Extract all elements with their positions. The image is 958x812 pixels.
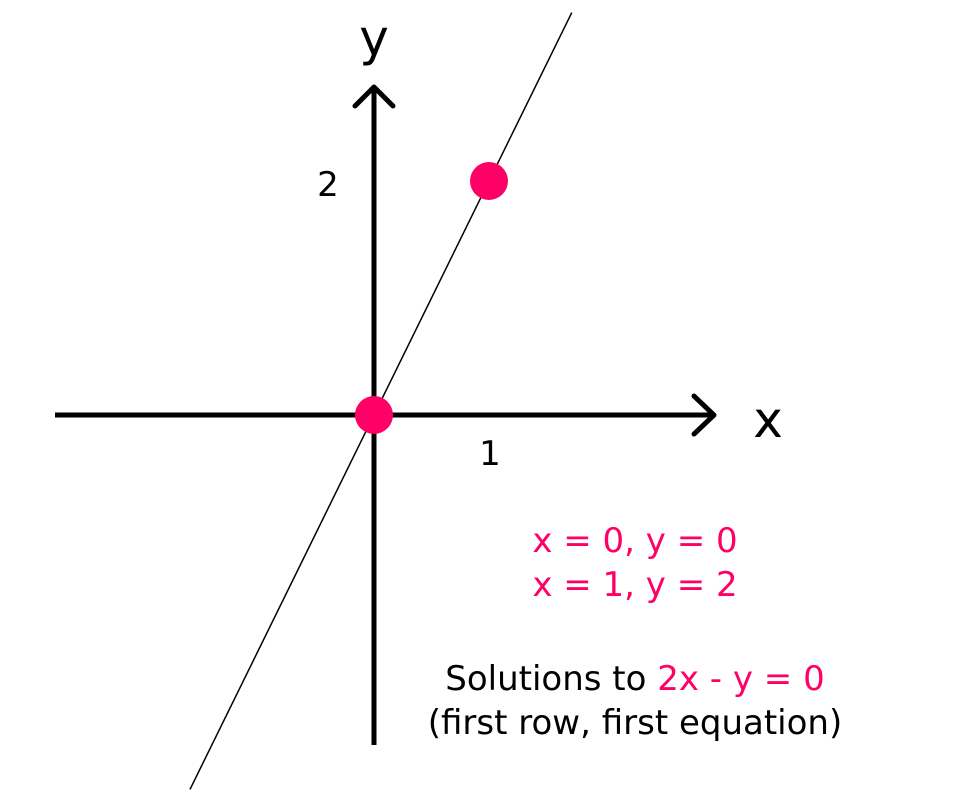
y-tick-label: 2 [317, 165, 339, 205]
caption-prefix: Solutions to [445, 659, 657, 699]
y-axis-arrowhead [352, 84, 396, 109]
solution-point-origin [355, 396, 393, 434]
x-axis-arrowhead [691, 393, 717, 437]
solution-annotation-2: x = 1, y = 2 [532, 565, 737, 605]
y-axis-label: y [359, 9, 389, 67]
caption-title: Solutions to 2x - y = 0 [445, 659, 824, 699]
x-tick-label: 1 [479, 434, 501, 474]
x-axis-label: x [753, 391, 783, 449]
caption-subtitle: (first row, first equation) [428, 703, 843, 743]
solution-point-1-2 [470, 162, 508, 200]
caption-equation: 2x - y = 0 [657, 659, 825, 699]
solution-annotation-1: x = 0, y = 0 [532, 521, 737, 561]
